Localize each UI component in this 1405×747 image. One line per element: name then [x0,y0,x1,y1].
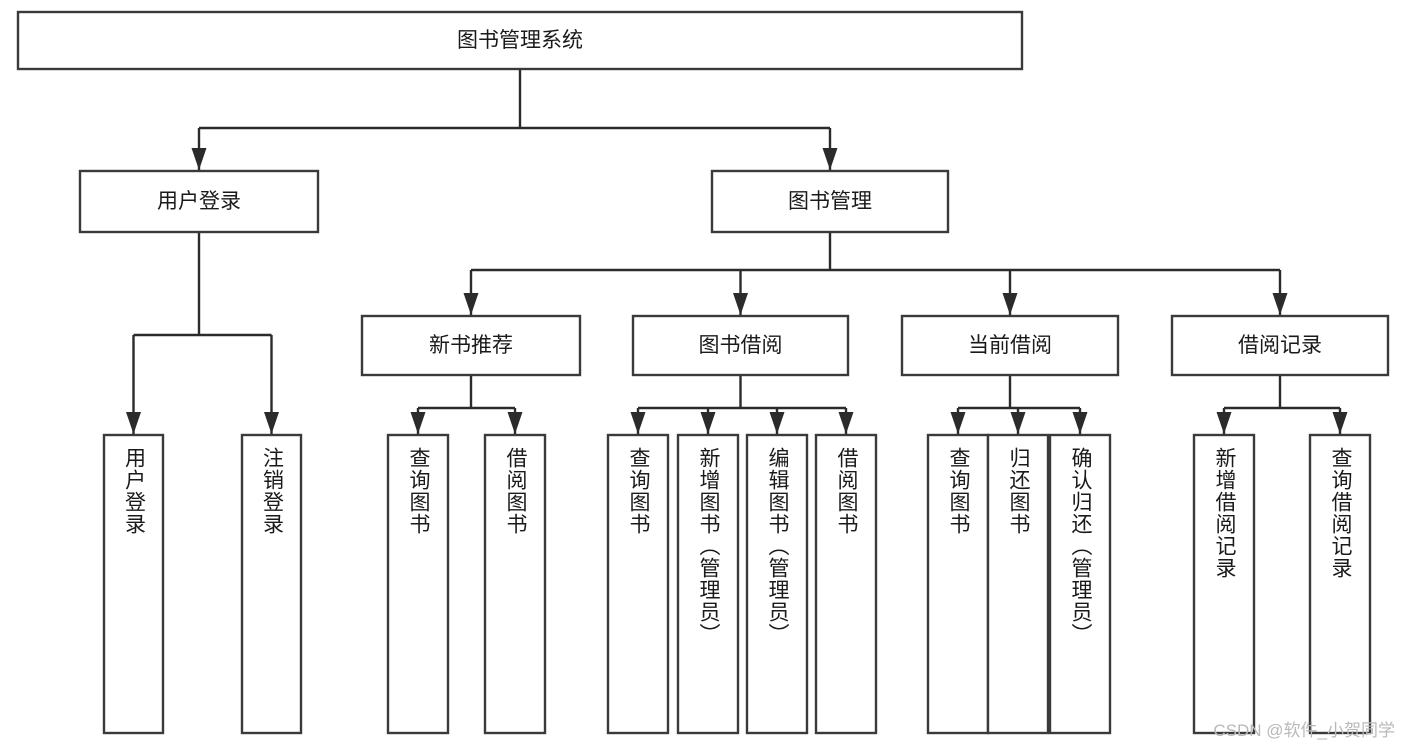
node-new-book-recommend[interactable]: 新书推荐 [360,314,582,377]
arrow-to-leaf-borrow-book-2 [838,412,854,434]
arrow-to-book-borrow [733,293,748,315]
arrow-to-borrow-record [1272,293,1288,315]
node-box-leaf-borrow-book-1[interactable] [483,433,547,735]
node-box-leaf-user-login[interactable] [102,433,165,735]
node-leaf-add-book[interactable] [676,433,740,735]
node-box-root[interactable] [16,10,1024,71]
node-box-leaf-query-book-1[interactable] [386,433,450,735]
arrow-to-leaf-borrow-book-1 [507,412,523,434]
arrow-to-leaf-add-record [1216,412,1232,434]
arrow-to-leaf-query-book-3 [950,412,966,434]
node-label-book-manage: 图书管理 [788,190,872,213]
node-box-leaf-borrow-book-2[interactable] [814,433,878,735]
arrow-to-new-book-recommend [463,293,479,315]
node-box-leaf-return-book[interactable] [986,433,1050,735]
node-current-borrow[interactable]: 当前借阅 [900,314,1120,377]
node-user-login[interactable]: 用户登录 [78,169,320,234]
node-leaf-user-login[interactable] [102,433,165,735]
arrow-to-leaf-user-login [126,412,141,434]
arrow-to-leaf-add-book [700,412,716,434]
node-label-current-borrow: 当前借阅 [968,334,1052,357]
node-box-leaf-query-book-2[interactable] [606,433,670,735]
node-box-user-login[interactable] [78,169,320,234]
node-label-borrow-record: 借阅记录 [1238,334,1322,357]
node-leaf-query-book-1[interactable] [386,433,450,735]
node-leaf-confirm-return[interactable] [1048,433,1112,735]
arrow-to-leaf-query-book-2 [630,412,646,434]
node-label-book-borrow: 图书借阅 [699,334,783,357]
arrow-to-leaf-edit-book [769,412,785,434]
node-leaf-edit-book[interactable] [745,433,809,735]
node-box-book-borrow[interactable] [631,314,850,377]
arrow-to-leaf-return-book [1010,412,1026,434]
arrow-to-leaf-query-book-1 [410,412,426,434]
node-box-leaf-edit-book[interactable] [745,433,809,735]
node-leaf-query-book-3[interactable] [926,433,990,735]
node-box-leaf-query-book-3[interactable] [926,433,990,735]
node-leaf-logout[interactable] [240,433,303,735]
arrow-to-leaf-query-record [1332,412,1348,434]
node-box-leaf-add-book[interactable] [676,433,740,735]
arrow-to-leaf-confirm-return [1072,412,1088,434]
node-leaf-query-record[interactable] [1308,433,1372,735]
node-box-leaf-query-record[interactable] [1308,433,1372,735]
node-label-new-book-recommend: 新书推荐 [429,334,513,357]
node-box-book-manage[interactable] [710,169,950,234]
node-leaf-add-record[interactable] [1192,433,1256,735]
node-leaf-borrow-book-1[interactable] [483,433,547,735]
node-label-user-login: 用户登录 [157,190,241,213]
node-leaf-return-book[interactable] [986,433,1050,735]
node-leaf-borrow-book-2[interactable] [814,433,878,735]
node-book-manage[interactable]: 图书管理 [710,169,950,234]
arrow-to-book-manage [822,148,838,170]
node-leaf-query-book-2[interactable] [606,433,670,735]
arrow-to-user-login [191,148,207,170]
node-box-leaf-add-record[interactable] [1192,433,1256,735]
node-box-current-borrow[interactable] [900,314,1120,377]
arrow-to-leaf-logout [264,412,279,434]
node-label-root: 图书管理系统 [457,29,583,52]
node-box-leaf-confirm-return[interactable] [1048,433,1112,735]
node-root[interactable]: 图书管理系统 [16,10,1024,71]
connectors-layer [126,69,1348,434]
watermark-text: CSDN @软件_小贺同学 [1213,721,1395,740]
node-book-borrow[interactable]: 图书借阅 [631,314,850,377]
arrow-to-current-borrow [1002,293,1018,315]
node-box-new-book-recommend[interactable] [360,314,582,377]
node-box-borrow-record[interactable] [1170,314,1390,377]
node-box-leaf-logout[interactable] [240,433,303,735]
node-borrow-record[interactable]: 借阅记录 [1170,314,1390,377]
